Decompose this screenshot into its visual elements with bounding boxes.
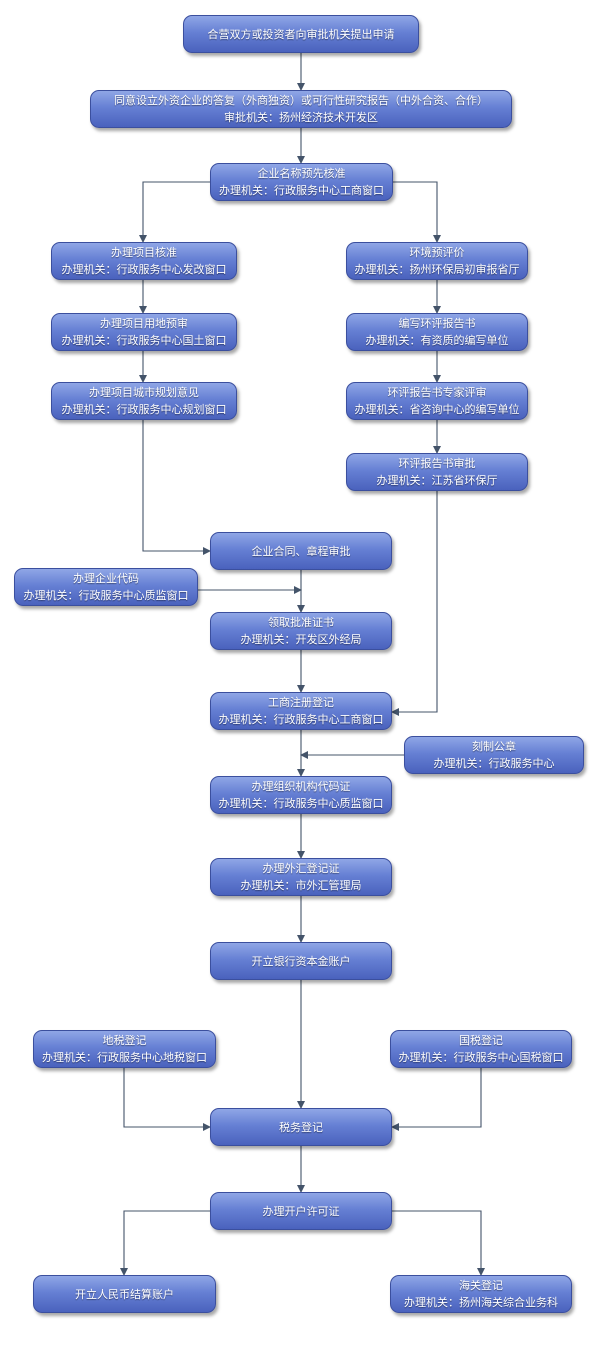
step-submit-application: 合营双方或投资者向审批机关提出申请 [183, 15, 419, 53]
step-authority: 办理机关：扬州环保局初审报省厅 [354, 263, 520, 276]
step-collect-certificate: 领取批准证书办理机关：开发区外经局 [210, 612, 392, 650]
step-foreign-exchange-registration: 办理外汇登记证办理机关：市外汇管理局 [210, 858, 392, 896]
step-title: 环境预评价 [409, 246, 465, 259]
step-title: 办理项目用地预审 [100, 317, 188, 330]
step-authority: 审批机关：扬州经济技术开发区 [224, 111, 378, 124]
step-title: 企业合同、章程审批 [251, 544, 351, 558]
step-title: 开立人民币结算账户 [75, 1287, 174, 1301]
step-authority: 办理机关：行政服务中心国土窗口 [61, 334, 227, 347]
step-title: 办理项目城市规划意见 [89, 386, 199, 399]
arrow-n10-n14 [391, 491, 438, 716]
arrow-n19-n21 [123, 1068, 211, 1131]
step-title: 办理组织机构代码证 [251, 780, 351, 793]
step-land-pre-review: 办理项目用地预审办理机关：行政服务中心国土窗口 [51, 313, 237, 351]
step-title: 办理企业代码 [73, 572, 139, 585]
step-title: 合营双方或投资者向审批机关提出申请 [207, 27, 395, 41]
step-authority: 办理机关：行政服务中心发改窗口 [61, 263, 227, 276]
step-title: 开立银行资本金账户 [251, 954, 351, 968]
step-local-tax-registration: 地税登记办理机关：行政服务中心地税窗口 [33, 1030, 216, 1068]
arrow-n3-n4 [139, 181, 210, 243]
step-approval-reply: 同意设立外资企业的答复（外商独资）或可行性研究报告（中外合资、合作） 审批机关：扬… [90, 90, 512, 128]
step-authority: 办理机关：扬州海关综合业务科 [404, 1296, 558, 1309]
step-national-tax-registration: 国税登记办理机关：行政服务中心国税窗口 [390, 1030, 572, 1068]
arrow-n8-n11 [142, 420, 211, 555]
step-capital-account: 开立银行资本金账户 [210, 942, 392, 980]
step-tax-registration: 税务登记 [210, 1108, 392, 1146]
step-rmb-settlement-account: 开立人民币结算账户 [33, 1275, 216, 1313]
step-project-approval: 办理项目核准办理机关：行政服务中心发改窗口 [51, 242, 237, 280]
step-organization-code: 办理组织机构代码证办理机关：行政服务中心质监窗口 [210, 776, 392, 814]
step-authority: 办理机关：市外汇管理局 [240, 879, 362, 892]
step-authority: 办理机关：有资质的编写单位 [365, 334, 509, 347]
step-engrave-seal: 刻制公章办理机关：行政服务中心 [404, 736, 584, 774]
arrow-n22-n23 [120, 1210, 210, 1276]
step-write-eia-report: 编写环评报告书办理机关：有资质的编写单位 [346, 313, 528, 351]
step-account-opening-permit: 办理开户许可证 [210, 1192, 392, 1230]
step-title: 办理开户许可证 [262, 1204, 340, 1218]
step-eia-approval: 环评报告书审批办理机关：江苏省环保厅 [346, 453, 528, 491]
step-title: 工商注册登记 [268, 696, 334, 709]
arrow-n22-n24 [392, 1210, 485, 1276]
step-title: 办理外汇登记证 [262, 862, 340, 875]
step-authority: 办理机关：行政服务中心地税窗口 [42, 1051, 207, 1064]
step-title: 国税登记 [459, 1034, 503, 1047]
step-authority: 办理机关：行政服务中心国税窗口 [398, 1051, 564, 1064]
step-environment-pre-assessment: 环境预评价办理机关：扬州环保局初审报省厅 [346, 242, 528, 280]
step-authority: 办理机关：开发区外经局 [240, 633, 362, 646]
step-authority: 办理机关：行政服务中心质监窗口 [23, 589, 189, 602]
step-title: 办理项目核准 [111, 246, 177, 259]
step-authority: 办理机关：行政服务中心工商窗口 [219, 184, 384, 197]
step-authority: 办理机关：行政服务中心质监窗口 [218, 797, 384, 810]
step-authority: 办理机关：省咨询中心的编写单位 [354, 403, 520, 416]
step-title: 地税登记 [102, 1034, 147, 1047]
step-contract-approval: 企业合同、章程审批 [210, 532, 392, 570]
step-title: 领取批准证书 [268, 616, 334, 629]
step-authority: 办理机关：行政服务中心规划窗口 [61, 403, 227, 416]
step-authority: 办理机关：行政服务中心工商窗口 [218, 713, 384, 726]
step-title: 海关登记 [459, 1279, 503, 1292]
step-urban-planning-opinion: 办理项目城市规划意见办理机关：行政服务中心规划窗口 [51, 382, 237, 420]
step-eia-expert-review: 环评报告书专家评审办理机关：省咨询中心的编写单位 [346, 382, 528, 420]
step-title: 环评报告书专家评审 [387, 386, 487, 399]
step-title: 环评报告书审批 [398, 457, 476, 470]
step-enterprise-code: 办理企业代码办理机关：行政服务中心质监窗口 [14, 568, 198, 606]
step-title: 同意设立外资企业的答复（外商独资）或可行性研究报告（中外合资、合作） [114, 94, 488, 107]
step-title: 编写环评报告书 [398, 317, 476, 330]
step-business-registration: 工商注册登记办理机关：行政服务中心工商窗口 [210, 692, 392, 730]
arrow-n20-n21 [391, 1068, 482, 1131]
step-name-pre-approval: 企业名称预先核准办理机关：行政服务中心工商窗口 [210, 163, 393, 201]
step-customs-registration: 海关登记办理机关：扬州海关综合业务科 [390, 1275, 572, 1313]
step-title: 刻制公章 [472, 740, 516, 753]
step-title: 企业名称预先核准 [257, 167, 346, 180]
arrow-n3-n5 [393, 181, 441, 243]
step-title: 税务登记 [279, 1120, 323, 1134]
step-authority: 办理机关：行政服务中心 [433, 757, 555, 770]
step-authority: 办理机关：江苏省环保厅 [376, 474, 498, 487]
